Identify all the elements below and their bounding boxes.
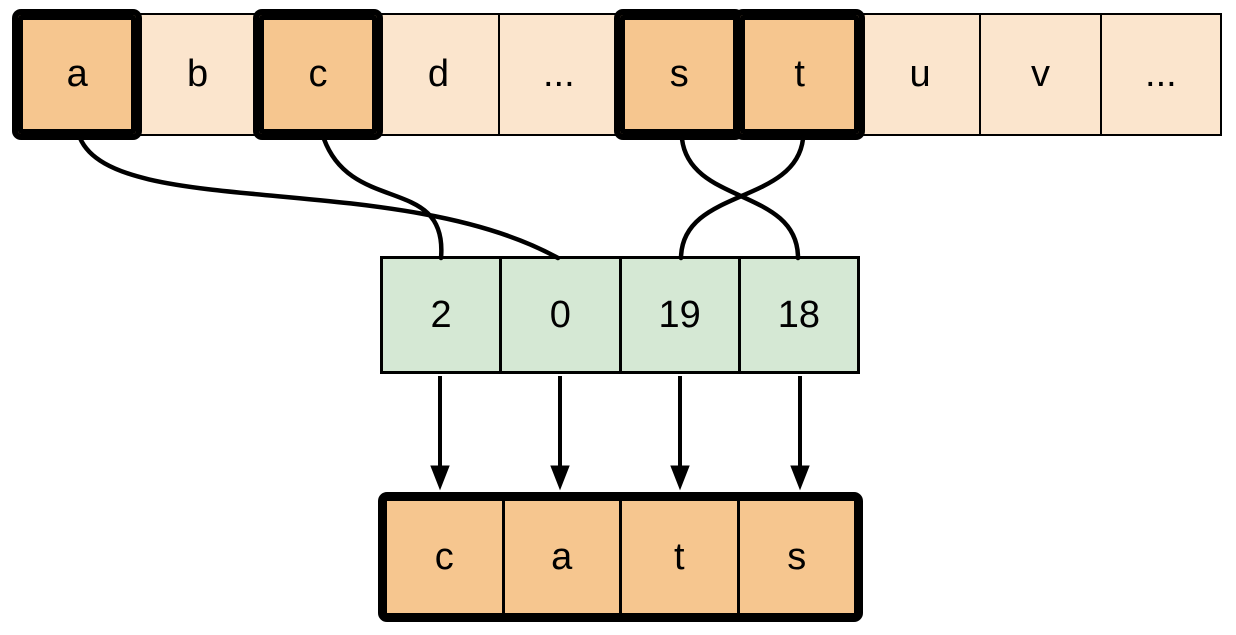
cell-label: a	[66, 53, 88, 95]
lookup-arrow-2-head	[550, 465, 570, 491]
output-cell-s: s	[736, 501, 854, 613]
alphabet-cell-d: d	[377, 13, 500, 136]
cell-label: b	[187, 53, 209, 95]
cell-label: 2	[430, 293, 452, 336]
alphabet-cell-a-highlighted: a	[16, 13, 139, 136]
cell-label: ...	[542, 53, 575, 95]
alphabet-cell-ellipsis-1: ...	[497, 13, 621, 136]
mapping-curve-c-to-2	[321, 136, 444, 261]
alphabet-cell-s-highlighted: s	[618, 13, 741, 136]
alphabet-cell-b: b	[136, 13, 259, 136]
cell-label: d	[427, 53, 449, 95]
cell-label: u	[909, 53, 931, 95]
alphabet-cell-ellipsis-2: ...	[1099, 13, 1223, 136]
alphabet-cell-v: v	[979, 13, 1102, 136]
index-cell-18: 18	[737, 256, 860, 374]
output-cell-a: a	[501, 501, 619, 613]
cell-label: v	[1030, 53, 1050, 95]
lookup-arrow-3-head	[670, 465, 690, 491]
alphabet-array-row: a b c d ... s t u v ...	[16, 13, 1223, 136]
cell-label: t	[794, 53, 805, 95]
output-cell-t: t	[619, 501, 737, 613]
alphabet-cell-c-highlighted: c	[256, 13, 380, 136]
mapping-curve-s-to-18	[679, 136, 801, 261]
index-cell-19: 19	[618, 256, 741, 374]
mapping-curve-t-to-19	[678, 136, 806, 261]
output-cell-c: c	[387, 501, 502, 613]
cell-label: t	[673, 535, 685, 578]
cell-label: ...	[1145, 53, 1177, 95]
index-array-row: 2 0 19 18	[380, 256, 860, 374]
lookup-arrow-4-head	[790, 465, 810, 491]
cell-label: s	[787, 535, 807, 578]
mapping-curve-a-to-0	[77, 135, 561, 261]
output-word-box: c a t s	[378, 492, 863, 622]
cell-label: 19	[658, 293, 701, 336]
cell-label: c	[434, 535, 454, 578]
cell-label: a	[551, 535, 573, 578]
alphabet-cell-u: u	[858, 13, 982, 136]
cell-label: c	[308, 53, 328, 95]
alphabet-cell-t-highlighted: t	[738, 13, 861, 136]
cell-label: 0	[549, 293, 571, 336]
cell-label: s	[669, 53, 689, 95]
index-cell-0: 0	[499, 256, 622, 374]
cell-label: 18	[777, 293, 821, 336]
lookup-arrow-1-head	[430, 465, 450, 491]
index-cell-2: 2	[380, 256, 503, 374]
